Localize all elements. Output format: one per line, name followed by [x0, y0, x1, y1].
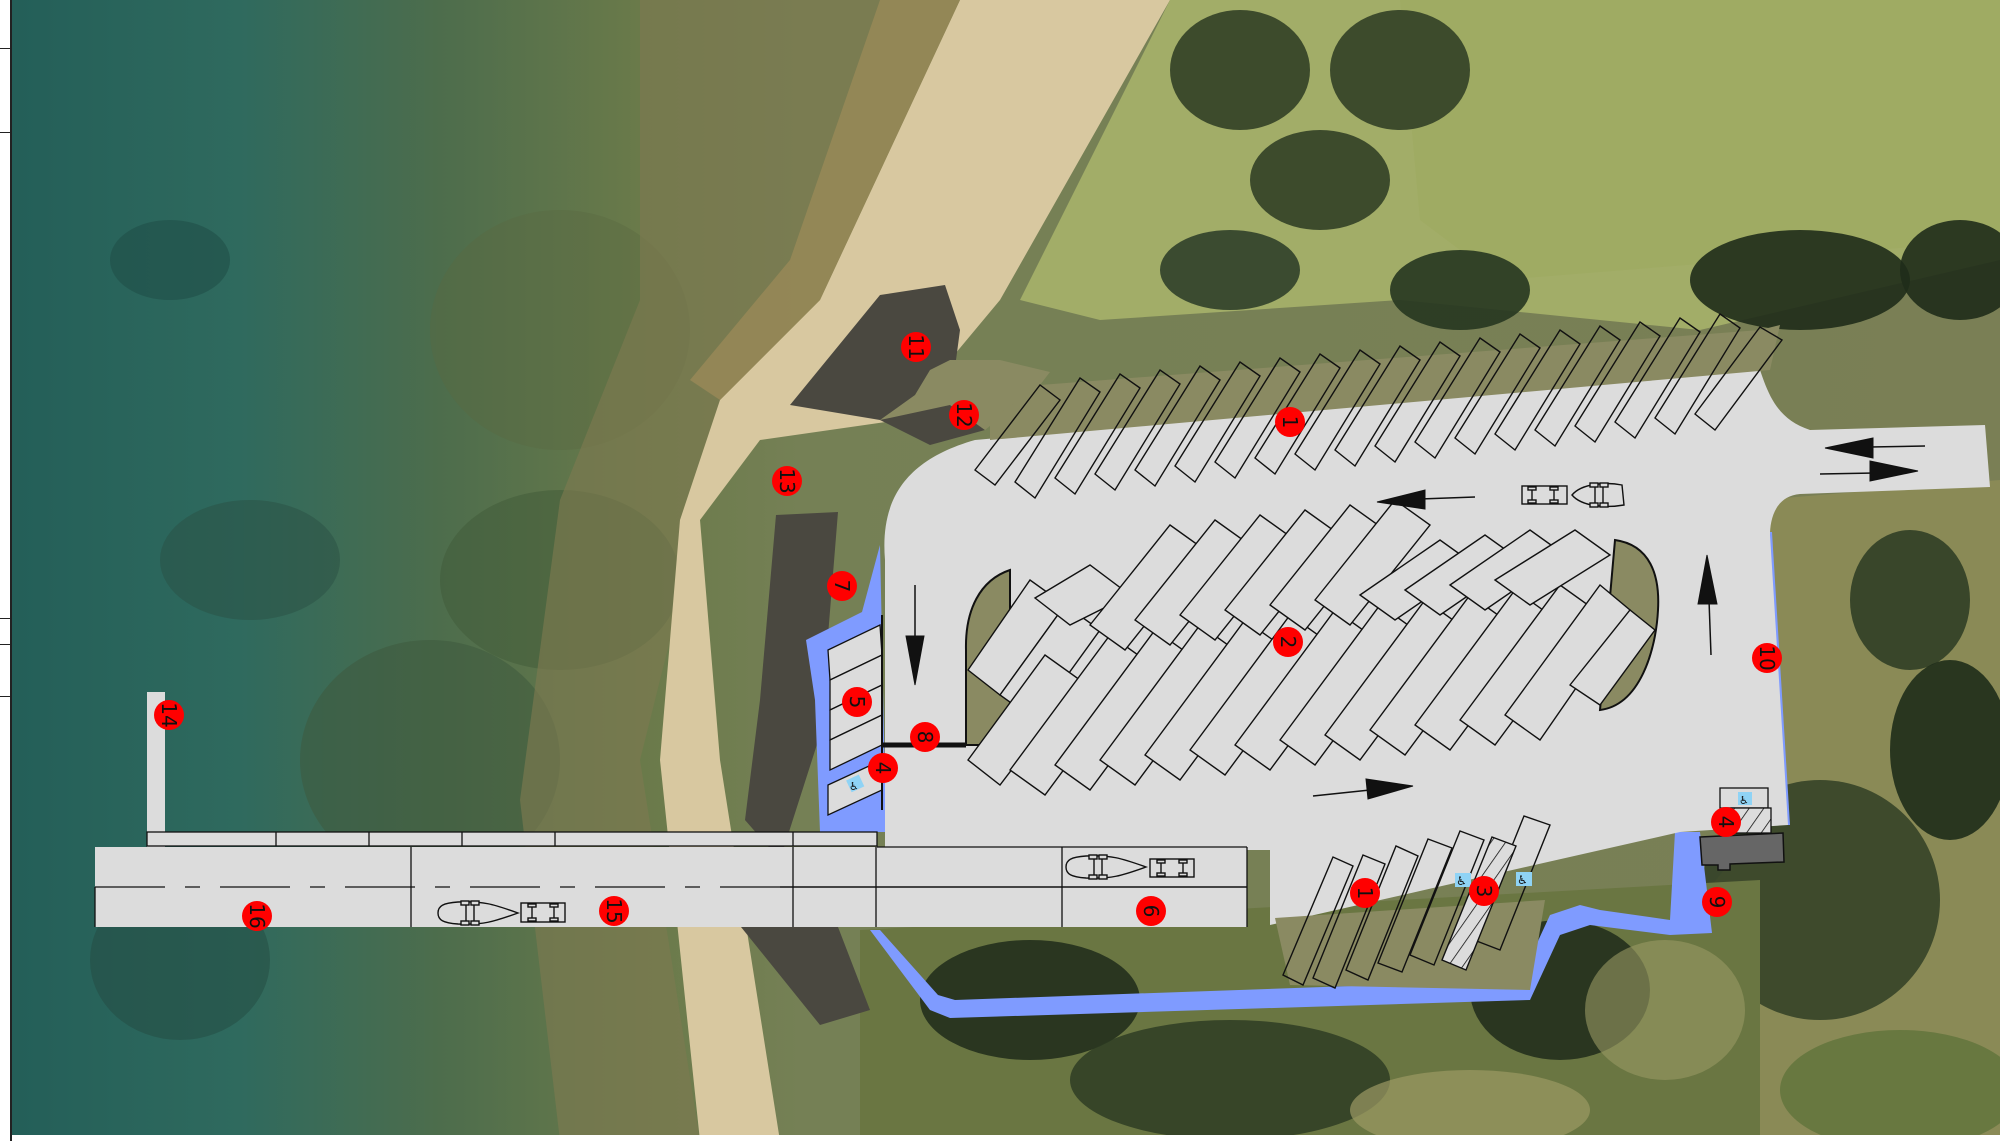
marker-circle — [842, 687, 872, 717]
marker-circle — [1350, 878, 1380, 908]
toilet-building — [1699, 832, 1785, 871]
marker-label: 6 — [1139, 905, 1163, 918]
marker-accessible-parking-east: 4 — [1711, 807, 1741, 837]
north-aisle-arrow-icon — [1376, 489, 1476, 510]
marker-circle — [949, 400, 979, 430]
entry-arrow-in-icon — [1819, 460, 1919, 482]
marker-boat-ramp: 15 — [599, 896, 629, 926]
wheelchair-icon: ♿ — [1517, 873, 1528, 887]
marker-label: 5 — [845, 696, 869, 709]
marker-circle — [1273, 627, 1303, 657]
marker-circle — [1136, 896, 1166, 926]
marker-circle — [242, 901, 272, 931]
marker-parking-row-north: 1 — [1275, 407, 1305, 437]
car-trailer-north-aisle-icon — [1521, 482, 1625, 508]
marker-circle — [868, 753, 898, 783]
marker-toilet-building: 9 — [1702, 887, 1732, 917]
marker-breakwater-north: 11 — [901, 332, 931, 362]
marker-car-parking-west: 5 — [842, 687, 872, 717]
marker-circle — [1711, 807, 1741, 837]
boat-ramp — [94, 846, 1248, 927]
traffic-arrows — [905, 437, 1926, 800]
marker-circle — [154, 700, 184, 730]
marker-circle — [1702, 887, 1732, 917]
accessible-badge-west — [846, 774, 865, 793]
marker-jetty: 14 — [154, 700, 184, 730]
marker-label: 9 — [1705, 896, 1729, 909]
marker-label: 1 — [1278, 416, 1302, 429]
marker-circle — [901, 332, 931, 362]
marker-label: 4 — [871, 762, 895, 775]
car-trailer-trailer-lane-icon — [1065, 854, 1195, 880]
marker-label: 11 — [904, 334, 928, 359]
east-accessible-parking: ♿ — [1719, 787, 1772, 834]
marker-label: 4 — [1714, 816, 1738, 829]
marker-parking-row-south: 1 — [1350, 878, 1380, 908]
car-trailer-ramp-lane-icon — [437, 900, 566, 926]
frame-tick — [0, 696, 10, 697]
marker-label: 8 — [913, 731, 937, 744]
entry-arrow-out-icon — [1824, 437, 1926, 459]
marker-beach-access: 13 — [772, 466, 802, 496]
marker-accessible-parking-south: 3 — [1469, 876, 1499, 906]
accessible-badge-east — [1738, 792, 1752, 805]
marker-circle — [599, 896, 629, 926]
accessible-badge-south-1 — [1455, 873, 1471, 887]
wheelchair-icon: ♿ — [1739, 794, 1749, 807]
marker-label: 16 — [245, 903, 269, 928]
marker-label: 2 — [1276, 636, 1300, 649]
marker-label: 15 — [602, 898, 626, 923]
breakwater-south — [741, 927, 870, 1025]
wheelchair-icon: ♿ — [1456, 874, 1467, 888]
jetty — [146, 692, 878, 848]
marker-ramp-toe: 16 — [242, 901, 272, 931]
frame-tick — [0, 48, 10, 49]
marker-label: 3 — [1472, 885, 1496, 898]
marker-label: 13 — [775, 468, 799, 493]
marker-label: 1 — [1353, 887, 1377, 900]
marker-parking-island-central: 2 — [1273, 627, 1303, 657]
wheelchair-icon: ♿ — [849, 780, 859, 793]
central-bay-lines — [967, 499, 1656, 796]
south-aisle-arrow-icon — [1312, 778, 1414, 800]
marker-circle — [910, 722, 940, 752]
accessible-badge-south-2 — [1516, 872, 1532, 886]
east-aisle-arrow-icon — [1697, 554, 1718, 656]
breakwater-west — [745, 512, 838, 860]
marker-barrier-line: 8 — [910, 722, 940, 752]
marker-label: 14 — [157, 702, 181, 727]
marker-circle — [1469, 876, 1499, 906]
frame-tick — [0, 644, 10, 645]
frame-tick — [0, 132, 10, 133]
marker-circle — [1752, 643, 1782, 673]
north-bay-lines — [974, 313, 1784, 500]
marker-accessible-parking-west: 4 — [868, 753, 898, 783]
marker-label: 7 — [830, 580, 854, 593]
west-aisle-arrow-icon — [905, 585, 925, 686]
marker-landscaping: 12 — [949, 400, 979, 430]
marker-label: 10 — [1755, 645, 1779, 670]
frame-tick — [0, 618, 10, 619]
marker-rock-revetment: 7 — [827, 571, 857, 601]
marker-circle — [1275, 407, 1305, 437]
north-parking-row — [974, 313, 1784, 500]
map-frame-bottom-edge — [12, 1135, 2000, 1141]
central-parking-island — [964, 499, 1660, 796]
map-frame-left-edge — [0, 0, 12, 1141]
marker-trailer-lane: 6 — [1136, 896, 1166, 926]
marker-circle — [772, 466, 802, 496]
marker-label: 12 — [952, 402, 976, 427]
marker-footpath-east: 10 — [1752, 643, 1782, 673]
landscape-area-12 — [880, 360, 1050, 430]
marker-circle — [827, 571, 857, 601]
